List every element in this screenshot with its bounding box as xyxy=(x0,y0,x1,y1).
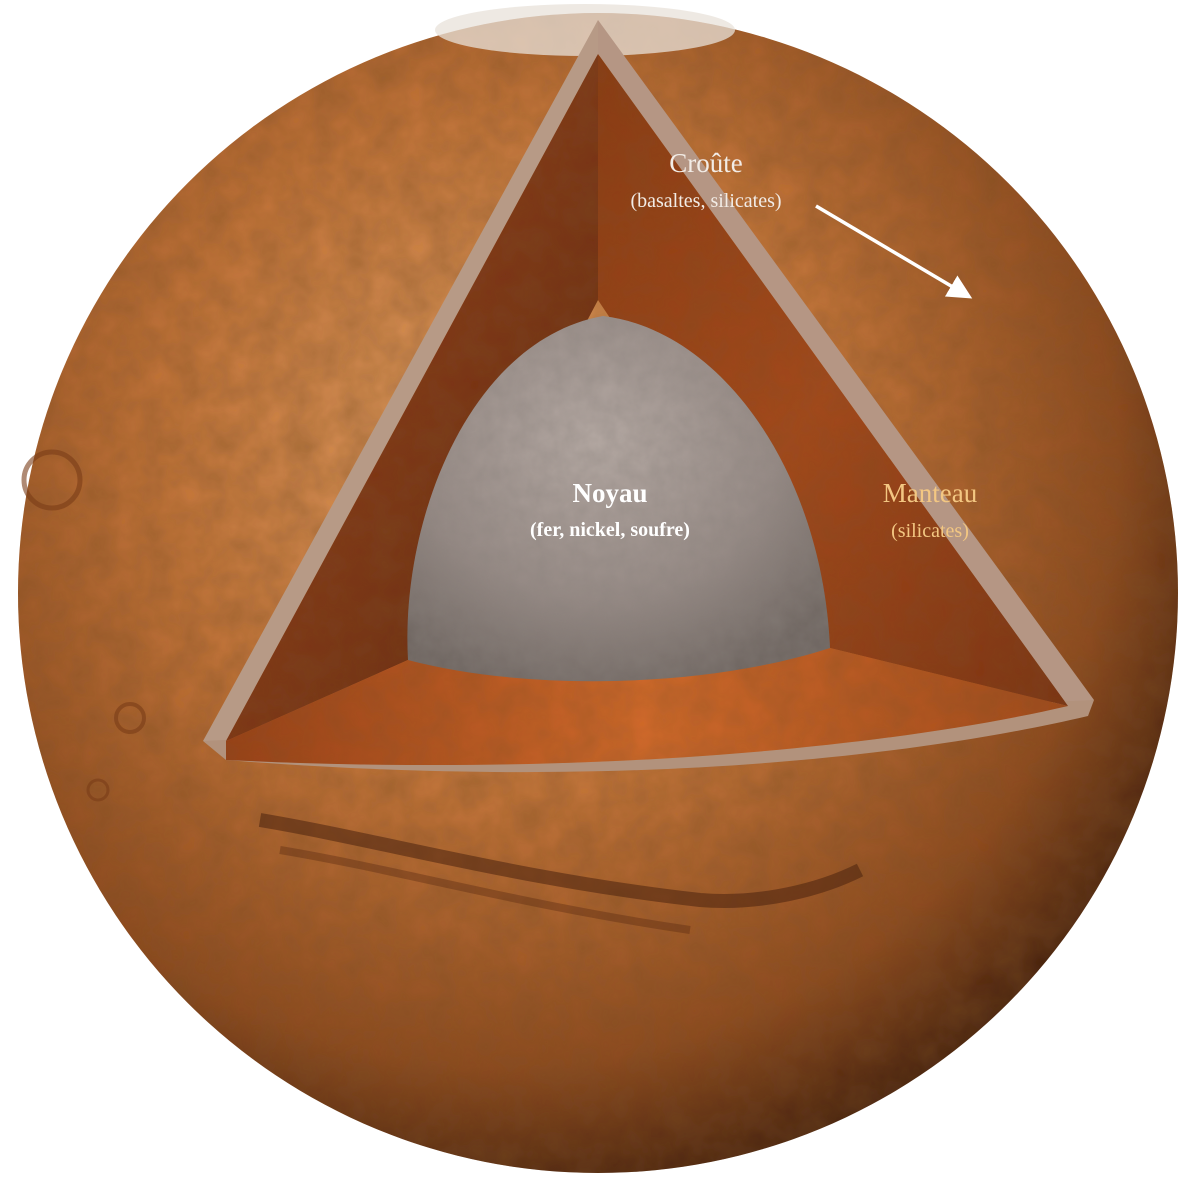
crust-arrow xyxy=(815,204,973,299)
crust-rim-right xyxy=(598,20,1094,706)
core-sublabel: (fer, nickel, soufre) xyxy=(530,519,690,541)
crust-sublabel: (basaltes, silicates) xyxy=(630,190,781,212)
volcano xyxy=(21,449,83,511)
polar-cap xyxy=(435,4,735,56)
mantle-label: Manteau xyxy=(883,478,978,508)
crust-label: Croûte xyxy=(669,148,743,178)
surface-canyon xyxy=(258,813,864,908)
mantle-label-group: Manteau (silicates) xyxy=(883,478,978,542)
mantle-sublabel: (silicates) xyxy=(891,520,969,542)
crust-label-group: Croûte (basaltes, silicates) xyxy=(630,148,973,299)
core-label-group: Noyau (fer, nickel, soufre) xyxy=(530,478,690,541)
cutaway-section xyxy=(203,20,1094,773)
crust-rim-left xyxy=(203,20,598,741)
core-label: Noyau xyxy=(572,478,647,508)
